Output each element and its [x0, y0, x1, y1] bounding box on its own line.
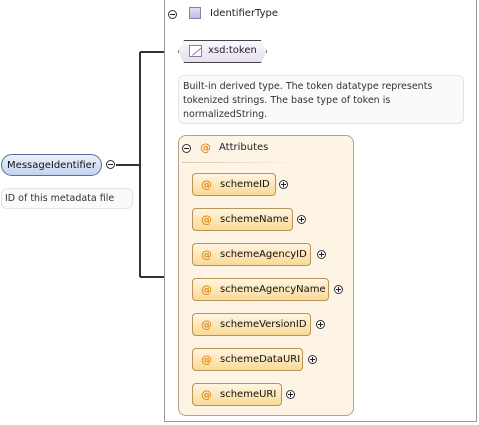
attribute-node-schemeDataURI[interactable]: @ schemeDataURI	[192, 348, 303, 371]
expand-toggle-icon[interactable]	[334, 285, 343, 294]
expand-toggle-icon[interactable]	[279, 180, 288, 189]
attribute-node-schemeID[interactable]: @ schemeID	[192, 173, 276, 196]
attribute-label: schemeAgencyName	[220, 284, 326, 295]
documentation-line: Built-in derived type. The token datatyp…	[183, 81, 433, 92]
collapse-toggle-icon[interactable]	[182, 144, 191, 153]
connector-line	[116, 51, 192, 278]
attribute-at-icon: @	[201, 213, 212, 226]
attribute-label: schemeName	[220, 214, 289, 225]
attribute-node-schemeVersionID[interactable]: @ schemeVersionID	[192, 313, 311, 336]
attribute-node-schemeURI[interactable]: @ schemeURI	[192, 383, 282, 406]
attribute-label: schemeAgencyID	[220, 249, 307, 260]
group-divider	[182, 162, 302, 163]
complex-type-icon	[189, 7, 201, 19]
attribute-node-schemeName[interactable]: @ schemeName	[192, 208, 293, 231]
attribute-node-schemeAgencyID[interactable]: @ schemeAgencyID	[192, 243, 311, 266]
base-type-documentation: Built-in derived type. The token datatyp…	[178, 75, 464, 124]
root-element-node[interactable]: MessageIdentifier	[1, 154, 102, 176]
attribute-label: schemeDataURI	[220, 354, 301, 365]
attribute-label: schemeURI	[220, 389, 277, 400]
complex-type-title: IdentifierType	[210, 8, 279, 19]
attribute-node-schemeAgencyName[interactable]: @ schemeAgencyName	[192, 278, 329, 301]
documentation-line: normalizedString.	[183, 109, 268, 120]
base-type-label: xsd:token	[208, 45, 257, 56]
attribute-at-icon: @	[201, 388, 212, 401]
expand-toggle-icon[interactable]	[286, 390, 295, 399]
documentation-line: tokenized strings. The base type of toke…	[183, 95, 391, 106]
attribute-at-icon: @	[201, 248, 212, 261]
expand-toggle-icon[interactable]	[317, 250, 326, 259]
attribute-at-icon: @	[200, 141, 211, 154]
expand-toggle-icon[interactable]	[297, 215, 306, 224]
simple-type-icon	[189, 45, 202, 57]
attribute-label: schemeID	[220, 179, 270, 190]
attribute-at-icon: @	[201, 178, 212, 191]
attribute-label: schemeVersionID	[220, 319, 307, 330]
expand-toggle-icon[interactable]	[308, 355, 317, 364]
root-element-label: MessageIdentifier	[7, 159, 96, 171]
expand-toggle-icon[interactable]	[316, 320, 325, 329]
attributes-group-title: Attributes	[219, 142, 269, 153]
collapse-toggle-icon[interactable]	[106, 160, 115, 169]
collapse-toggle-icon[interactable]	[168, 10, 177, 19]
attribute-at-icon: @	[201, 283, 212, 296]
attribute-at-icon: @	[201, 318, 212, 331]
root-documentation: ID of this metadata file	[1, 188, 133, 209]
attribute-at-icon: @	[201, 353, 212, 366]
